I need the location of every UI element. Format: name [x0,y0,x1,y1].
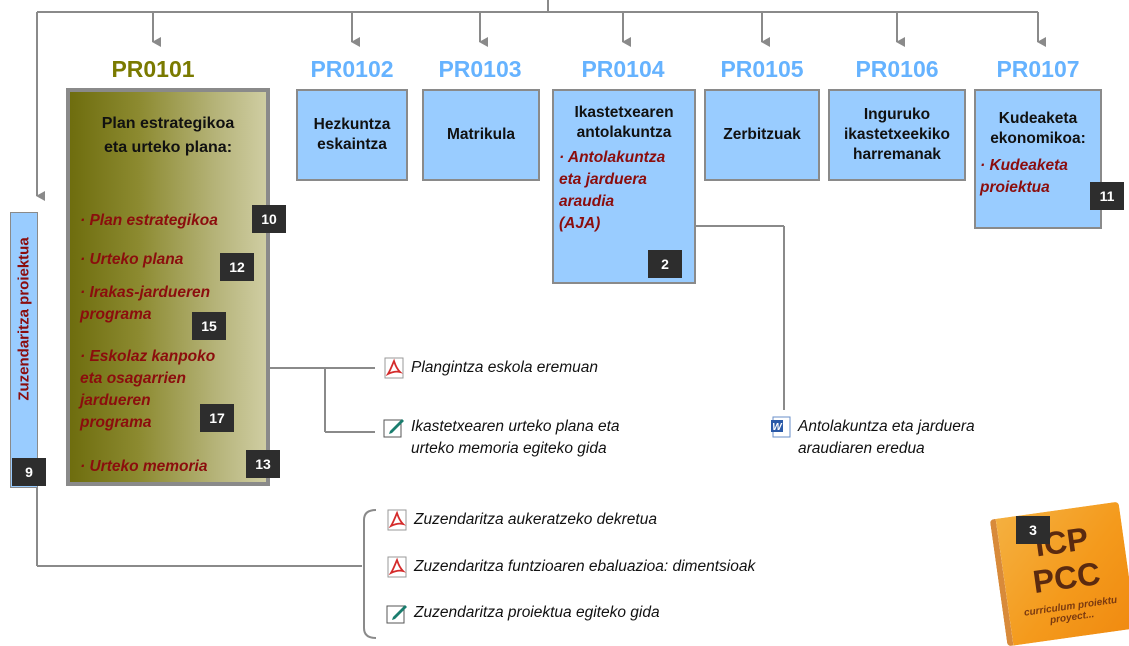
pdf-icon [387,509,407,531]
process-box-pr0102[interactable]: Hezkuntza eskaintza [296,89,408,181]
process-box-pr0105[interactable]: Zerbitzuak [704,89,820,181]
doc-number-badge: 15 [192,312,226,340]
zuzendaritza-label: Zuzendaritza proiektua [15,237,33,401]
doc-link-kudeaketa-proiektua[interactable]: · Kudeaketa proiektua [980,157,1068,196]
process-box-pr0107[interactable]: Kudeaketa ekonomikoa: · Kudeaketa proiek… [974,89,1102,229]
resource-link-zuzendaritza-gida[interactable]: Zuzendaritza proiektua egiteko gida [386,602,660,624]
svg-text:W: W [772,422,783,433]
resource-link-dekretua[interactable]: Zuzendaritza aukeratzeko dekretua [386,509,657,531]
zuzendaritza-proiektua-box[interactable]: Zuzendaritza proiektua [10,212,38,488]
doc-number-badge: 2 [648,250,682,278]
edit-icon [386,605,407,624]
edit-icon [383,419,404,438]
doc-link-aja[interactable]: · Antolakuntza eta jarduera araudia (AJA… [559,149,666,232]
doc-number-badge: 9 [12,458,46,486]
process-code-pr0106: PR0106 [855,56,939,82]
doc-number-badge: 17 [200,404,234,432]
icp-pcc-book-image[interactable]: ICP PCC curriculum proiektu proyect... [989,501,1129,646]
doc-link-urteko-plana[interactable]: · Urteko plana [80,251,184,268]
doc-number-badge: 11 [1090,182,1124,210]
doc-number-badge: 3 [1016,516,1050,544]
process-code-pr0102: PR0102 [310,56,394,82]
doc-number-badge: 12 [220,253,254,281]
process-code-pr0107: PR0107 [996,56,1080,82]
process-box-pr0106[interactable]: Inguruko ikastetxeekiko harremanak [828,89,966,181]
pdf-icon [387,556,407,578]
process-code-pr0101: PR0101 [111,56,195,82]
title-line: eta urteko plana: [103,139,233,156]
process-code-pr0103: PR0103 [438,56,522,82]
doc-link-urteko-memoria[interactable]: · Urteko memoria [80,458,208,475]
process-code-pr0104: PR0104 [581,56,665,82]
resource-link-plangintza[interactable]: Plangintza eskola eremuan [383,357,598,379]
process-box-pr0104[interactable]: Ikastetxearen antolakuntza · Antolakuntz… [552,89,696,284]
title-line: Plan estrategikoa [101,115,235,132]
doc-number-badge: 13 [246,450,280,478]
process-title: Plan estrategikoa eta urteko plana: [70,112,266,160]
doc-link-eskolaz-kanpoko[interactable]: · Eskolaz kanpoko eta osagarrien jarduer… [80,348,216,431]
doc-link-plan-estrategikoa[interactable]: · Plan estrategikoa [80,212,218,229]
resource-link-ebaluazioa[interactable]: Zuzendaritza funtzioaren ebaluazioa: dim… [386,556,755,578]
process-box-pr0101[interactable]: Plan estrategikoa eta urteko plana: · Pl… [66,88,270,486]
process-code-pr0105: PR0105 [720,56,804,82]
pdf-icon [384,357,404,379]
doc-number-badge: 10 [252,205,286,233]
process-box-pr0103[interactable]: Matrikula [422,89,540,181]
doc-link-irakas-jardueren-programa[interactable]: · Irakas-jardueren programa [80,284,211,323]
word-doc-icon: W [771,416,791,438]
